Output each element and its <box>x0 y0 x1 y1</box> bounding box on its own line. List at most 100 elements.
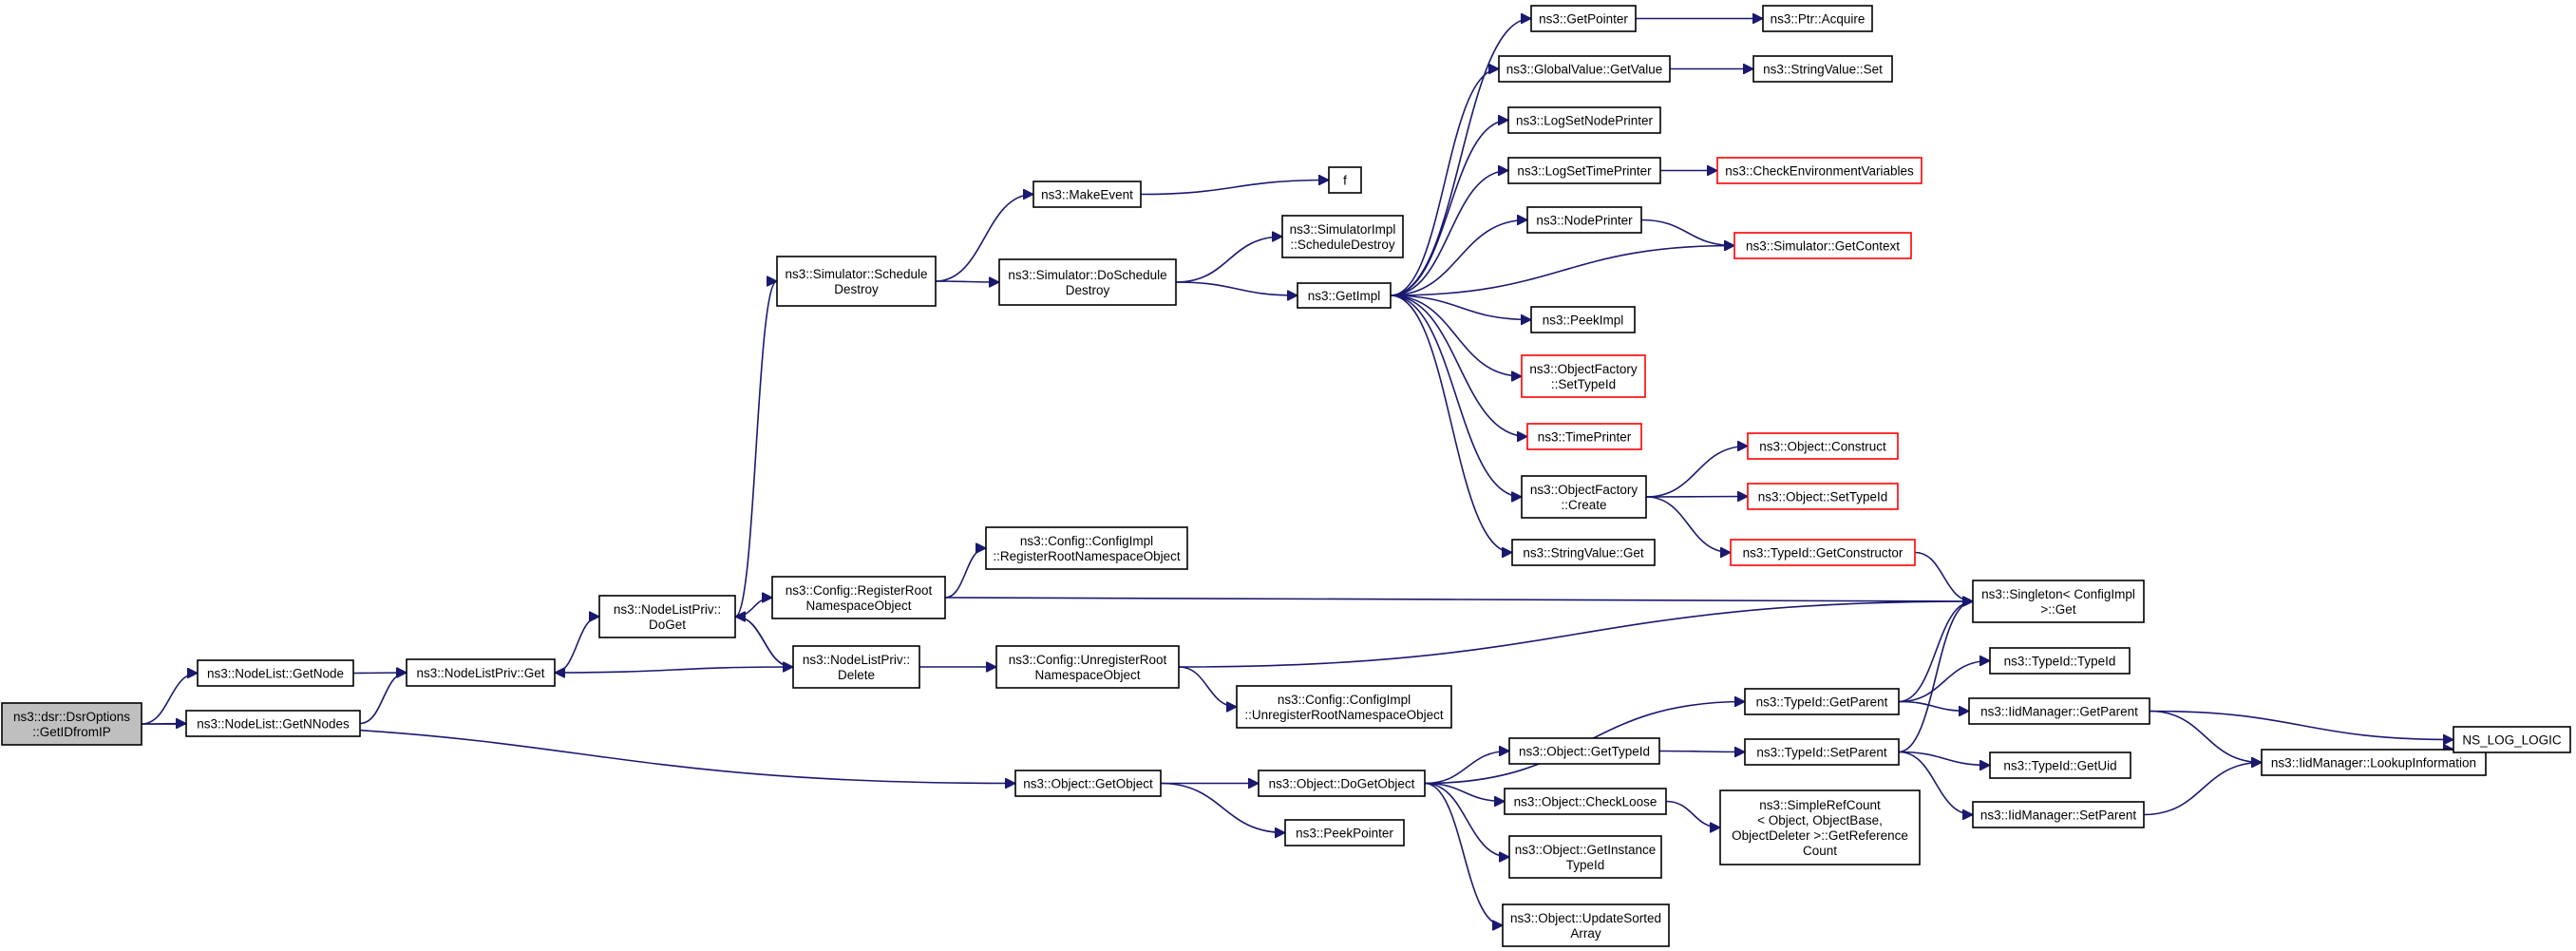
node-box[interactable] <box>1989 647 2131 675</box>
node-box[interactable] <box>1744 688 1900 715</box>
node-box[interactable] <box>185 710 361 737</box>
node-tid-getuid[interactable]: ns3::TypeId::GetUid <box>1989 751 2131 779</box>
node-box[interactable] <box>1508 835 1662 879</box>
node-nlp-doget[interactable]: ns3::NodeListPriv::DoGet <box>598 595 736 638</box>
node-box[interactable] <box>1530 5 1637 32</box>
node-getimpl[interactable]: ns3::GetImpl <box>1297 282 1392 309</box>
node-box[interactable] <box>1258 770 1426 797</box>
node-f[interactable]: f <box>1328 166 1362 194</box>
node-box[interactable] <box>1762 5 1873 32</box>
node-box[interactable] <box>406 658 556 687</box>
node-simplerefcount[interactable]: ns3::SimpleRefCount< Object, ObjectBase,… <box>1719 789 1921 865</box>
node-box[interactable] <box>1972 580 2145 623</box>
node-box[interactable] <box>995 645 1180 689</box>
node-cfg-unregister[interactable]: ns3::Config::UnregisterRootNamespaceObje… <box>995 645 1180 689</box>
node-box[interactable] <box>998 258 1177 306</box>
node-box[interactable] <box>1526 423 1642 450</box>
node-obj-checkloose[interactable]: ns3::Object::CheckLoose <box>1504 788 1667 815</box>
node-nl-getnnodes[interactable]: ns3::NodeList::GetNNodes <box>185 710 361 737</box>
node-box[interactable] <box>197 659 354 687</box>
node-nl-getnode[interactable]: ns3::NodeList::GetNode <box>197 659 354 687</box>
node-cfg-register[interactable]: ns3::Config::RegisterRootNamespaceObject <box>771 576 946 619</box>
node-box[interactable] <box>1511 539 1656 566</box>
node-box[interactable] <box>1236 685 1452 729</box>
node-box[interactable] <box>776 256 937 307</box>
node-ns-log-logic[interactable]: NS_LOG_LOGIC <box>2453 726 2571 753</box>
node-box[interactable] <box>1498 55 1671 83</box>
node-of-settypeid[interactable]: ns3::ObjectFactory::SetTypeId <box>1521 354 1646 398</box>
node-iid-lookup[interactable]: ns3::IidManager::LookupInformation <box>2261 749 2487 776</box>
node-box[interactable] <box>1032 181 1142 208</box>
node-cfgimpl-unregister[interactable]: ns3::Config::ConfigImpl::UnregisterRootN… <box>1236 685 1452 729</box>
node-box[interactable] <box>792 645 920 689</box>
node-peekimpl[interactable]: ns3::PeekImpl <box>1530 306 1636 333</box>
node-box[interactable] <box>1281 215 1404 258</box>
node-lognodeprinter[interactable]: ns3::LogSetNodePrinter <box>1507 106 1661 134</box>
node-box[interactable] <box>1508 737 1660 765</box>
node-box[interactable] <box>1526 206 1642 234</box>
node-box[interactable] <box>1530 306 1636 333</box>
node-sv-get[interactable]: ns3::StringValue::Get <box>1511 539 1656 566</box>
node-gv-getvalue[interactable]: ns3::GlobalValue::GetValue <box>1498 55 1671 83</box>
node-ptr-acquire[interactable]: ns3::Ptr::Acquire <box>1762 5 1873 32</box>
node-sim-getcontext[interactable]: ns3::Simulator::GetContext <box>1733 232 1912 259</box>
node-iid-getparent[interactable]: ns3::IidManager::GetParent <box>1968 697 2150 725</box>
node-tid-getparent[interactable]: ns3::TypeId::GetParent <box>1744 688 1900 715</box>
node-peekpointer[interactable]: ns3::PeekPointer <box>1284 819 1405 846</box>
node-checkenv[interactable]: ns3::CheckEnvironmentVariables <box>1716 157 1923 184</box>
node-box[interactable] <box>1747 432 1899 460</box>
node-of-create[interactable]: ns3::ObjectFactory::Create <box>1521 475 1647 519</box>
node-tid-setparent[interactable]: ns3::TypeId::SetParent <box>1744 738 1900 766</box>
node-box[interactable] <box>985 526 1188 570</box>
node-box[interactable] <box>1014 770 1162 797</box>
node-root[interactable]: ns3::dsr::DsrOptions::GetIDfromIP <box>1 702 142 746</box>
node-box[interactable] <box>1733 232 1912 259</box>
node-box[interactable] <box>1507 157 1661 184</box>
node-sim-sched-destroy[interactable]: ns3::Simulator::ScheduleDestroy <box>776 256 937 307</box>
node-box[interactable] <box>1989 751 2131 779</box>
node-box[interactable] <box>1502 903 1670 947</box>
node-box[interactable] <box>1716 157 1923 184</box>
node-obj-dogetobject[interactable]: ns3::Object::DoGetObject <box>1258 770 1426 797</box>
node-box[interactable] <box>1284 819 1405 846</box>
node-logtimeprinter[interactable]: ns3::LogSetTimePrinter <box>1507 157 1661 184</box>
node-timeprinter[interactable]: ns3::TimePrinter <box>1526 423 1642 450</box>
node-obj-gettypeid[interactable]: ns3::Object::GetTypeId <box>1508 737 1660 765</box>
node-box[interactable] <box>1521 475 1647 519</box>
node-box[interactable] <box>1730 539 1916 566</box>
node-box[interactable] <box>1968 697 2150 725</box>
node-box[interactable] <box>1507 106 1661 134</box>
node-box[interactable] <box>1 702 142 746</box>
node-box[interactable] <box>2261 749 2487 776</box>
node-box[interactable] <box>1719 789 1921 865</box>
node-simimpl-sched[interactable]: ns3::SimulatorImpl::ScheduleDestroy <box>1281 215 1404 258</box>
node-getpointer[interactable]: ns3::GetPointer <box>1530 5 1637 32</box>
node-nodeprinter[interactable]: ns3::NodePrinter <box>1526 206 1642 234</box>
node-box[interactable] <box>1972 801 2145 828</box>
node-sv-set[interactable]: ns3::StringValue::Set <box>1752 55 1893 83</box>
node-box[interactable] <box>1744 738 1900 766</box>
node-tid-typeid[interactable]: ns3::TypeId::TypeId <box>1989 647 2131 675</box>
node-tid-getconstructor[interactable]: ns3::TypeId::GetConstructor <box>1730 539 1916 566</box>
node-box[interactable] <box>2453 726 2571 753</box>
node-obj-settypeid[interactable]: ns3::Object::SetTypeId <box>1747 483 1899 510</box>
node-iid-setparent[interactable]: ns3::IidManager::SetParent <box>1972 801 2145 828</box>
node-cfgimpl-register[interactable]: ns3::Config::ConfigImpl::RegisterRootNam… <box>985 526 1188 570</box>
node-box[interactable] <box>771 576 946 619</box>
node-nlp-delete[interactable]: ns3::NodeListPriv::Delete <box>792 645 920 689</box>
node-box[interactable] <box>1504 788 1667 815</box>
node-box[interactable] <box>598 595 736 638</box>
node-obj-getobject[interactable]: ns3::Object::GetObject <box>1014 770 1162 797</box>
node-nlp-get[interactable]: ns3::NodeListPriv::Get <box>406 658 556 687</box>
node-box[interactable] <box>1747 483 1899 510</box>
node-box[interactable] <box>1521 354 1646 398</box>
node-box[interactable] <box>1297 282 1392 309</box>
node-obj-construct[interactable]: ns3::Object::Construct <box>1747 432 1899 460</box>
node-box[interactable] <box>1328 166 1362 194</box>
node-singleton-get[interactable]: ns3::Singleton< ConfigImpl >::Get <box>1972 580 2145 623</box>
node-box[interactable] <box>1752 55 1893 83</box>
node-makeevent[interactable]: ns3::MakeEvent <box>1032 181 1142 208</box>
